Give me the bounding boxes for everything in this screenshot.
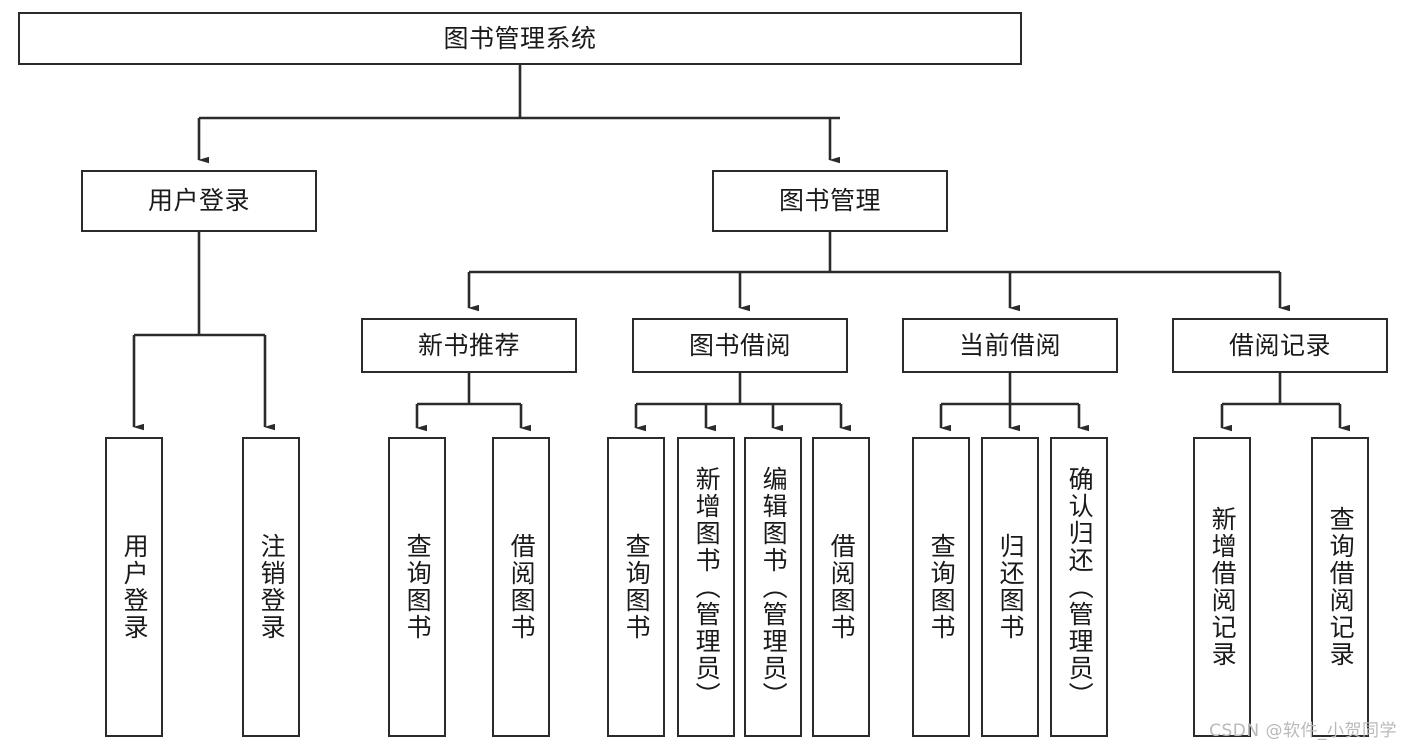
leaf-current-return-book[interactable]: 归还图书 bbox=[981, 437, 1039, 737]
leaf-record-add-borrow-record-label: 新增借阅记录 bbox=[1208, 506, 1238, 668]
node-book-borrow-label: 图书借阅 bbox=[688, 330, 791, 360]
node-book-manage[interactable]: 图书管理 bbox=[712, 170, 948, 232]
leaf-borrow-edit-book-admin-label: 编辑图书（管理员） bbox=[759, 465, 789, 709]
leaf-current-confirm-return-admin-label: 确认归还（管理员） bbox=[1065, 465, 1095, 709]
leaf-user-logout[interactable]: 注销登录 bbox=[242, 437, 300, 737]
leaf-recommend-borrow-book[interactable]: 借阅图书 bbox=[492, 437, 550, 737]
leaf-record-query-borrow-record[interactable]: 查询借阅记录 bbox=[1311, 437, 1369, 737]
leaf-borrow-do-borrow-book-label: 借阅图书 bbox=[827, 533, 857, 641]
node-user-login[interactable]: 用户登录 bbox=[81, 170, 317, 232]
leaf-recommend-query-book[interactable]: 查询图书 bbox=[388, 437, 446, 737]
leaf-borrow-add-book-admin[interactable]: 新增图书（管理员） bbox=[677, 437, 735, 737]
node-borrow-record[interactable]: 借阅记录 bbox=[1172, 318, 1388, 373]
csdn-watermark: CSDN @软件_小贺同学 bbox=[1209, 721, 1397, 741]
node-user-login-label: 用户登录 bbox=[147, 186, 250, 216]
leaf-current-confirm-return-admin[interactable]: 确认归还（管理员） bbox=[1050, 437, 1108, 737]
node-book-borrow[interactable]: 图书借阅 bbox=[632, 318, 848, 373]
leaf-borrow-query-book[interactable]: 查询图书 bbox=[607, 437, 665, 737]
node-current-borrow-label: 当前借阅 bbox=[958, 330, 1061, 360]
leaf-borrow-add-book-admin-label: 新增图书（管理员） bbox=[692, 465, 722, 709]
leaf-record-add-borrow-record[interactable]: 新增借阅记录 bbox=[1193, 437, 1251, 737]
leaf-recommend-query-book-label: 查询图书 bbox=[403, 533, 433, 641]
node-borrow-record-label: 借阅记录 bbox=[1228, 330, 1331, 360]
leaf-recommend-borrow-book-label: 借阅图书 bbox=[507, 533, 537, 641]
node-new-book-recommend[interactable]: 新书推荐 bbox=[361, 318, 577, 373]
node-root-label: 图书管理系统 bbox=[443, 23, 597, 53]
leaf-borrow-query-book-label: 查询图书 bbox=[622, 533, 652, 641]
leaf-user-logout-label: 注销登录 bbox=[257, 533, 287, 641]
leaf-borrow-edit-book-admin[interactable]: 编辑图书（管理员） bbox=[744, 437, 802, 737]
node-root[interactable]: 图书管理系统 bbox=[18, 12, 1022, 65]
node-new-book-recommend-label: 新书推荐 bbox=[417, 330, 520, 360]
leaf-borrow-do-borrow-book[interactable]: 借阅图书 bbox=[812, 437, 870, 737]
node-book-manage-label: 图书管理 bbox=[778, 186, 881, 216]
node-current-borrow[interactable]: 当前借阅 bbox=[902, 318, 1118, 373]
leaf-current-query-book[interactable]: 查询图书 bbox=[912, 437, 970, 737]
leaf-user-login-label: 用户登录 bbox=[120, 533, 150, 641]
leaf-current-return-book-label: 归还图书 bbox=[996, 533, 1026, 641]
leaf-record-query-borrow-record-label: 查询借阅记录 bbox=[1326, 506, 1356, 668]
leaf-user-login[interactable]: 用户登录 bbox=[105, 437, 163, 737]
leaf-current-query-book-label: 查询图书 bbox=[927, 533, 957, 641]
